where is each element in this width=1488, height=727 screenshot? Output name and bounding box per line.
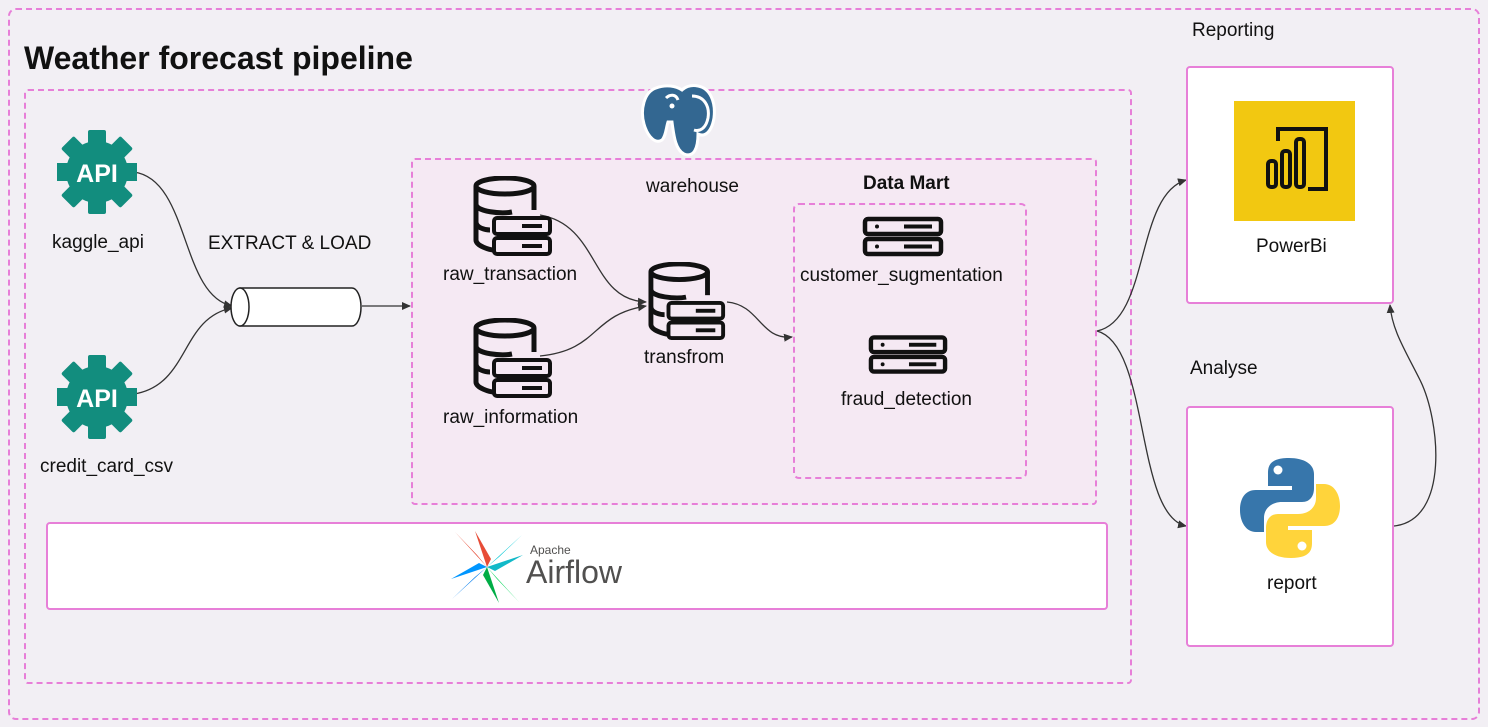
pipe-icon — [230, 286, 364, 328]
raw-information-db-icon — [472, 317, 556, 400]
connector-mart-to-report — [1096, 330, 1187, 529]
report-card[interactable] — [1186, 406, 1394, 647]
extract-load-label: EXTRACT & LOAD — [208, 233, 372, 254]
api-csv-icon: API — [55, 355, 139, 439]
data-mart-title: Data Mart — [863, 173, 950, 194]
powerbi-label: PowerBi — [1256, 236, 1327, 257]
kaggle-api-label: kaggle_api — [52, 232, 144, 253]
airflow-brand-large: Airflow — [526, 554, 623, 590]
api-kaggle-icon: API — [55, 130, 139, 214]
pipeline-frame — [24, 89, 1132, 684]
python-icon — [1238, 456, 1342, 560]
customer-segmentation-server-icon — [862, 216, 944, 258]
postgres-elephant-icon — [636, 78, 732, 174]
fraud-detection-label: fraud_detection — [841, 389, 972, 410]
airflow-pinwheel-icon — [450, 530, 524, 604]
connector-csv-to-pipe — [133, 305, 233, 395]
transform-db-icon — [646, 261, 730, 342]
outer-frame — [8, 8, 1480, 720]
connector-mart-to-powerbi — [1096, 178, 1187, 332]
connector-kaggle-to-pipe — [133, 171, 233, 309]
data-mart-frame — [793, 203, 1027, 479]
api-glyph: API — [76, 160, 118, 188]
connector-report-to-powerbi — [1386, 304, 1437, 527]
connector-rawinfo-to-transform — [539, 303, 647, 357]
customer-segmentation-label: customer_sugmentation — [800, 265, 1003, 286]
analyse-section-label: Analyse — [1190, 358, 1258, 379]
raw-transaction-db-icon — [472, 175, 556, 258]
raw-transaction-label: raw_transaction — [443, 264, 578, 285]
reporting-section-label: Reporting — [1192, 20, 1275, 41]
report-label: report — [1267, 573, 1317, 594]
fraud-detection-server-icon — [868, 334, 948, 376]
powerbi-icon — [1234, 101, 1355, 221]
airflow-panel — [46, 522, 1108, 610]
warehouse-label: warehouse — [646, 176, 739, 197]
transform-label: transfrom — [644, 347, 725, 368]
connector-transform-to-mart — [726, 301, 793, 342]
api-glyph: API — [76, 385, 118, 413]
raw-information-label: raw_information — [443, 407, 579, 428]
airflow-brand-small: Apache — [530, 543, 571, 557]
page-title: Weather forecast pipeline — [24, 40, 413, 76]
credit-card-csv-label: credit_card_csv — [40, 456, 174, 477]
connector-rawtx-to-transform — [539, 214, 647, 306]
